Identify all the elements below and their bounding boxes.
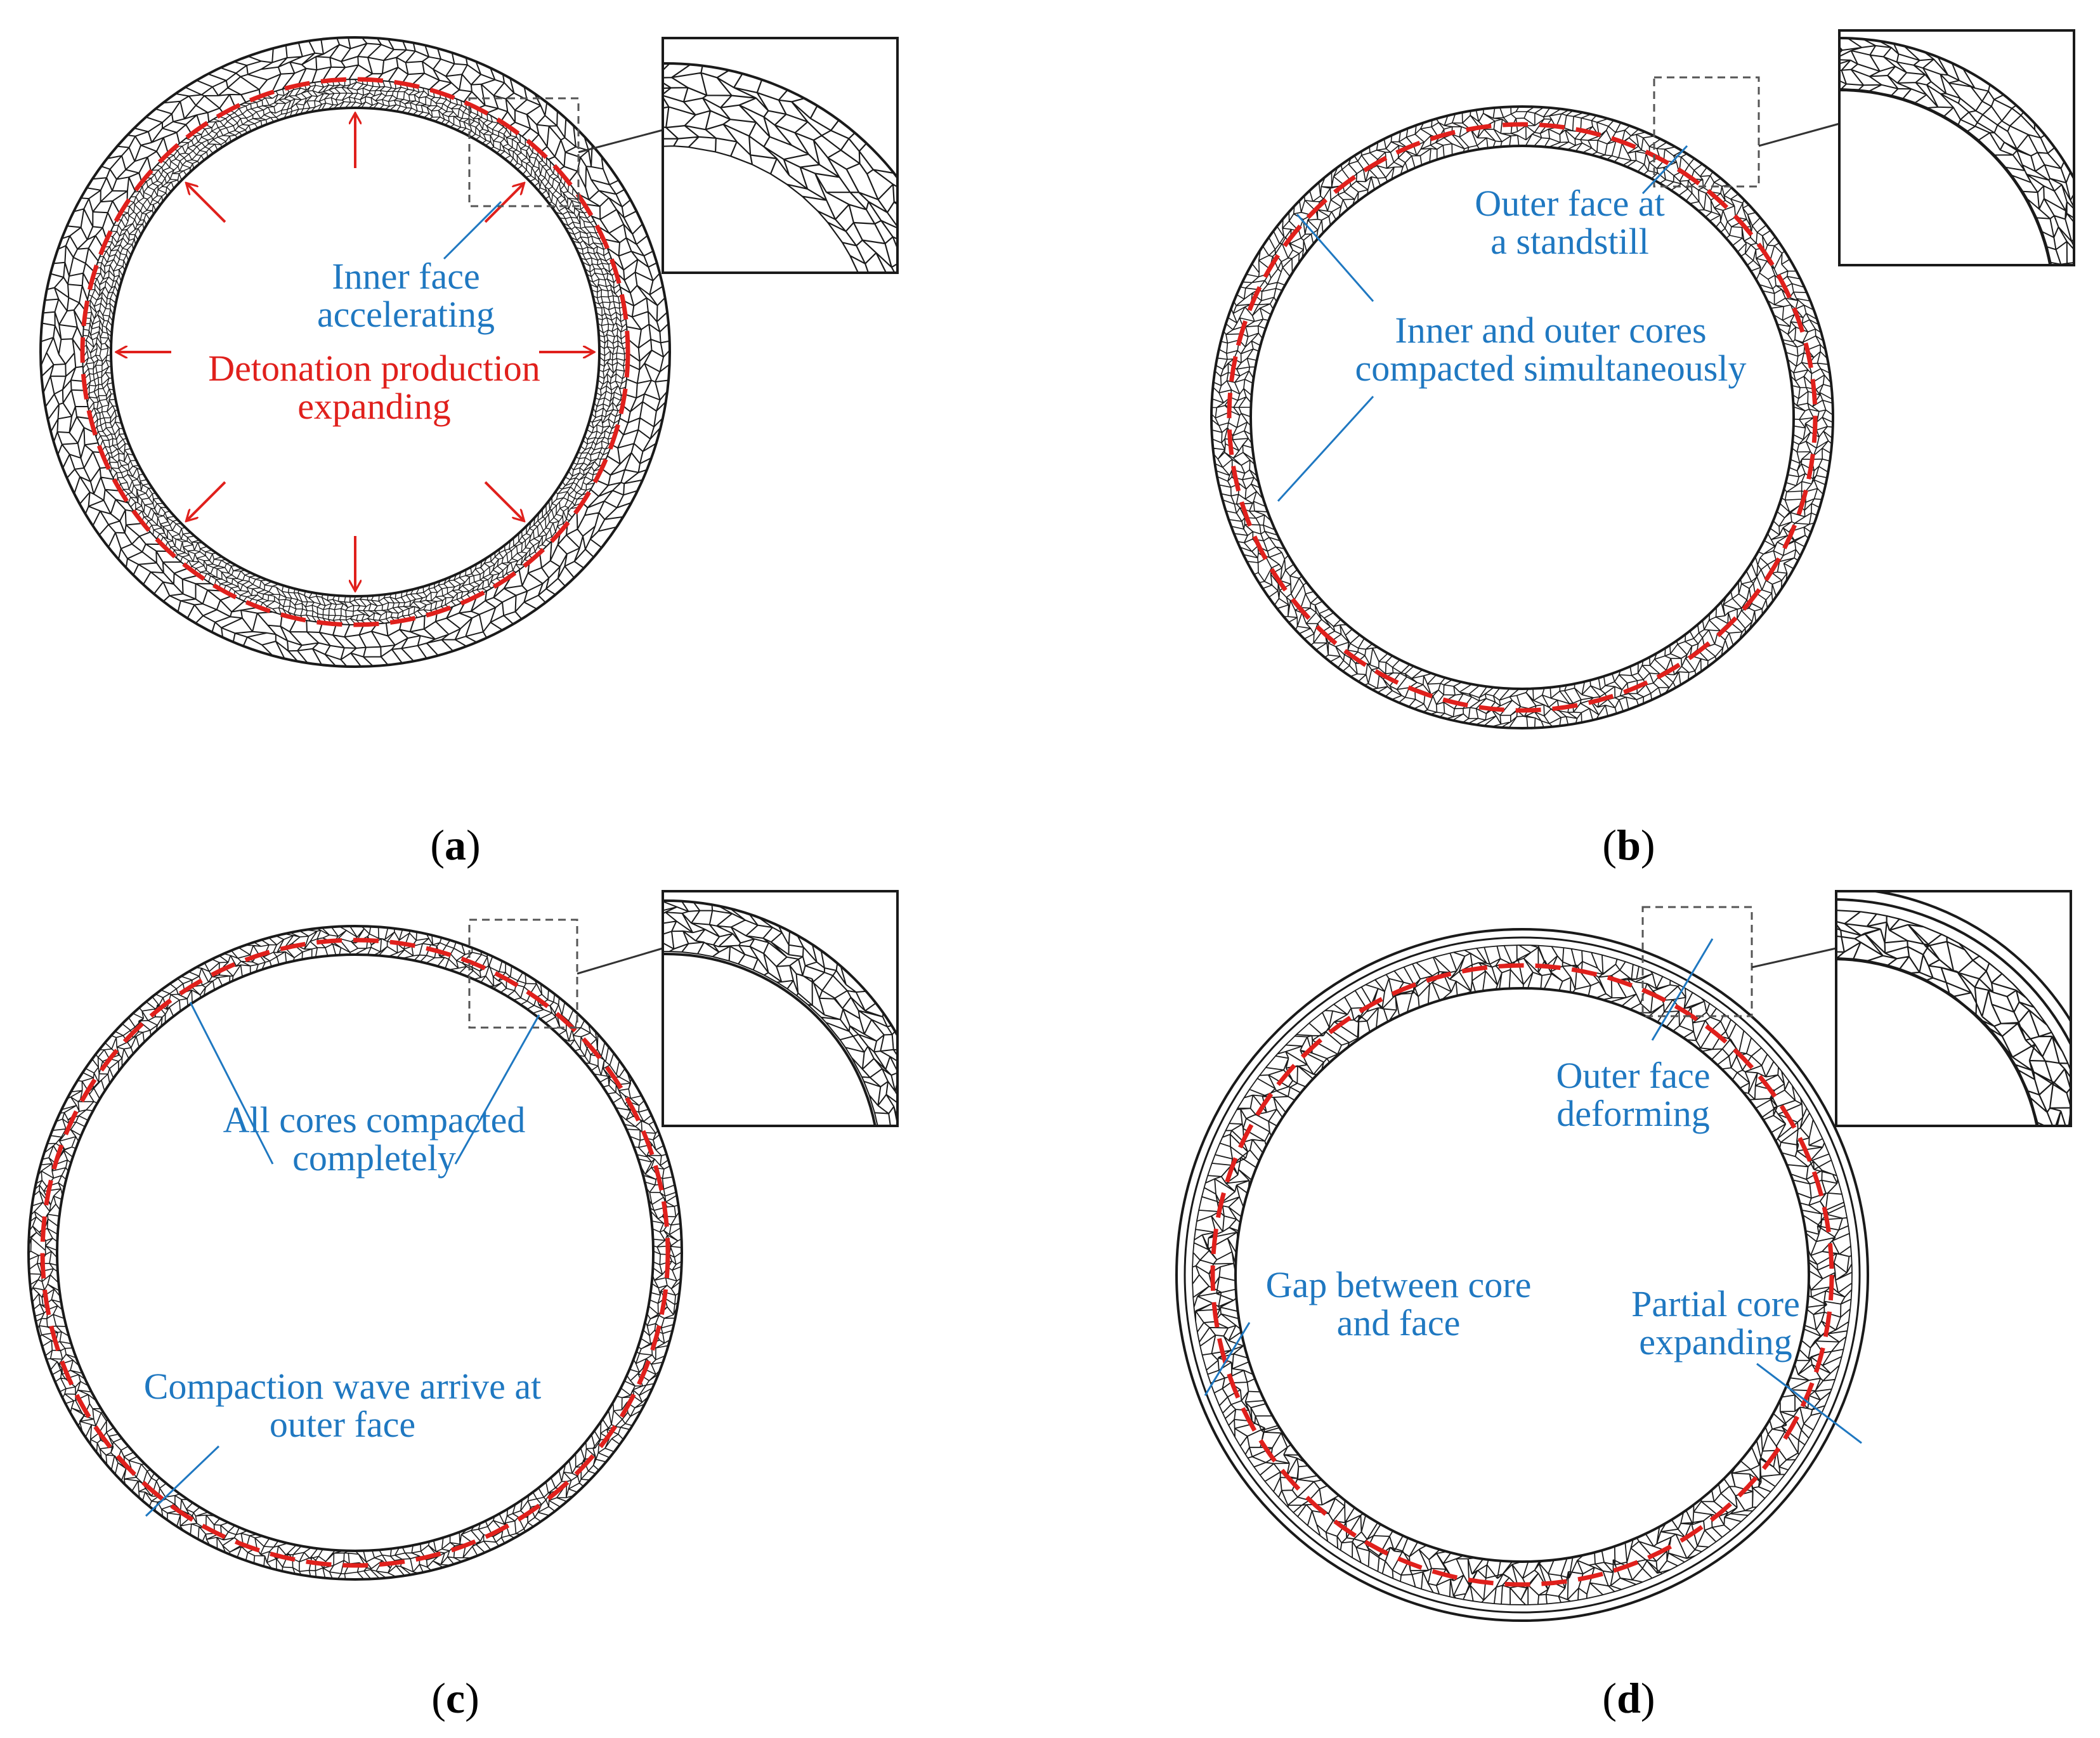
zoom-leader-d [1751,947,1837,969]
label-detonation-a-line2: expanding [297,386,451,427]
mesh-lines [28,925,682,1580]
label-partial-d-line1: Partial core [1631,1283,1800,1324]
label-outer-face-d-line2: deforming [1556,1093,1710,1134]
label-gap-d-line2: and face [1337,1302,1461,1343]
leader-wave-c [145,1445,220,1517]
label-all-cores-c-line2: completely [292,1137,456,1179]
caption-b: (b) [1602,821,1655,869]
zoom-region-c [468,918,578,1029]
caption-a: (a) [430,821,480,869]
core-boundary-d [1210,963,1834,1587]
ring-c [27,925,683,1581]
label-outer-face-b-line1: Outer face at [1475,183,1664,224]
mesh-c [28,925,682,1580]
caption-c: (c) [431,1674,479,1722]
inner-face-d [1234,987,1810,1563]
label-wave-c-line1: Compaction wave arrive at [144,1366,541,1407]
inset-face-arc [663,62,897,180]
label-gap-d-line1: Gap between core [1266,1264,1532,1305]
label-outer-face-b-line2: a standstill [1490,221,1649,262]
leader-all-cores-right-c [454,1014,540,1165]
label-inner-face-a-line2: accelerating [317,294,495,335]
mesh-lines [663,900,897,1126]
zoom-inset-d [1835,890,2072,1127]
ring-d [1175,928,1869,1622]
caption-d: (d) [1602,1674,1655,1722]
panel-a: Inner face accelerating Detonation produ… [39,36,899,869]
outer-face-c [27,925,683,1581]
leader-inner-core-b [1296,214,1374,302]
panel-b: Outer face at a standstill Inner and out… [1210,29,2075,869]
zoom-leader-c [577,947,663,975]
leader-inner-face-a [443,200,502,260]
inset-face-arc [663,899,897,1038]
label-detonation-a-line1: Detonation production [208,348,540,389]
label-inner-face-a-line1: Inner face [332,256,479,297]
label-outer-face-d-line1: Outer face [1556,1055,1710,1096]
outer-face-a [39,36,671,668]
panel-c: All cores compacted completely Compactio… [27,890,899,1722]
inset-mesh-a [663,62,897,273]
mesh-lines [663,62,897,273]
leader-gap-d [1204,1322,1251,1396]
leader-partial-d [1756,1362,1862,1444]
label-cores-b-line2: compacted simultaneously [1355,348,1747,389]
zoom-region-b [1653,76,1760,188]
core-boundary-a [80,77,630,627]
ring-a [39,36,671,668]
panel-d: Outer face deforming Gap between core an… [1175,890,2072,1722]
expansion-arrow [484,184,523,223]
core-boundary-b [1227,122,1818,713]
expansion-arrow [484,481,523,520]
zoom-inset-c [662,890,899,1127]
expansion-arrows-a [117,114,593,590]
expansion-arrow [187,184,226,223]
inner-face-b [1249,145,1795,690]
inner-face-a [110,107,601,598]
mesh-lines [1836,910,2071,1126]
zoom-region-a [468,97,580,207]
zoom-leader-b [1758,122,1840,147]
inner-face-c [56,953,655,1552]
leader-outer-core-b [1277,395,1374,502]
zoom-inset-a [662,37,899,274]
label-wave-c-line2: outer face [270,1404,415,1445]
leader-outer-face-d [1651,938,1714,1041]
zoom-inset-b [1838,29,2075,266]
ring-b [1210,105,1834,729]
inset-mesh-c [663,899,897,1126]
inset-mesh-b [1839,37,2074,265]
inset-mesh-d [1836,891,2071,1126]
leader-all-cores-left-c [189,1002,274,1165]
label-partial-d-line2: expanding [1639,1321,1792,1362]
label-cores-b-line1: Inner and outer cores [1395,310,1706,351]
label-all-cores-c-line1: All cores compacted [223,1099,526,1140]
zoom-leader-a [578,129,663,154]
outer-face-d [1175,928,1869,1622]
inset-face-arc [663,953,877,1126]
zoom-region-d [1641,906,1753,1017]
expansion-arrow [187,481,226,520]
outer-face-inner-edge-d [1184,936,1861,1614]
outer-face-b [1210,105,1834,729]
leader-outer-face-b [1641,145,1688,195]
core-boundary-c [40,938,670,1568]
